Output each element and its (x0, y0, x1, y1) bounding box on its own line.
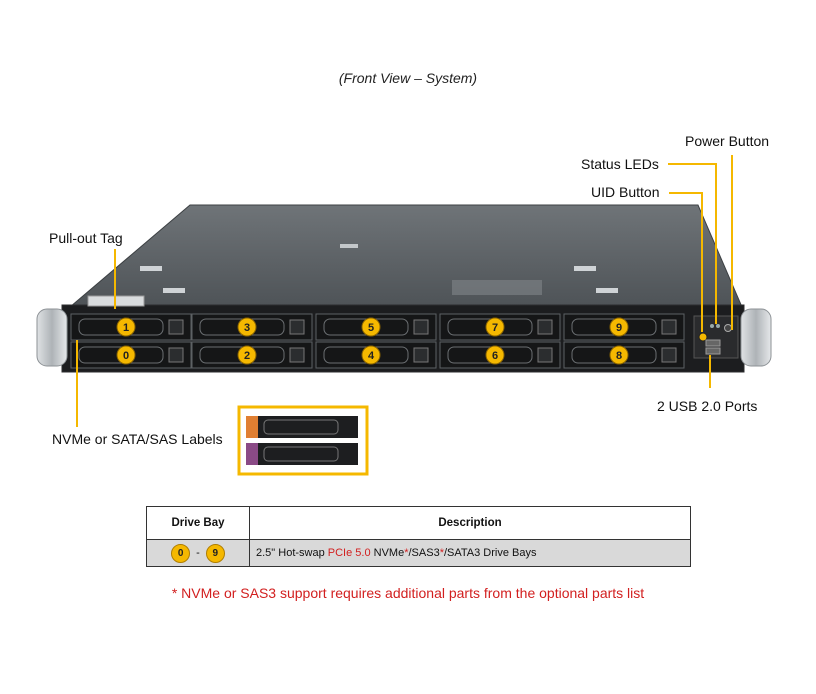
drive-bay: 2 (191, 341, 313, 369)
bay-number-badge (361, 317, 381, 337)
power-button-shape (724, 324, 732, 332)
bay-number: 2 (244, 350, 250, 362)
desc-star: * (439, 547, 444, 559)
bay-number-badge (485, 345, 505, 365)
label-sample-drive (246, 443, 358, 465)
status-led (716, 324, 720, 328)
bay-number-badge (237, 345, 257, 365)
right-rack-handle (740, 308, 772, 367)
power-button-label: Power Button (685, 133, 770, 149)
status-leds-label: Status LEDs (581, 156, 659, 172)
drive-bay: 4 (315, 341, 437, 369)
bay-badge-end: 9 (205, 543, 225, 563)
drive-labels-label: NVMe or SATA/SAS Labels (52, 431, 223, 447)
bay-badge-start: 0 (171, 543, 191, 563)
desc-prefix: 2.5" Hot-swap (256, 547, 328, 559)
table-header-description: Description (249, 506, 691, 540)
bay-number: 4 (368, 350, 375, 362)
drive-bay: 8 (563, 341, 685, 369)
usb-port (705, 339, 721, 347)
vent-panel (452, 280, 542, 295)
drive-bay: 0 (70, 341, 192, 369)
bay-number: 9 (616, 322, 622, 334)
uid-button-label: UID Button (591, 184, 660, 200)
label-sample-drive (246, 416, 358, 438)
status-led (710, 324, 714, 328)
drive-bay: 7 (439, 313, 561, 341)
bay-number: 6 (492, 350, 498, 362)
bay-number: 7 (492, 322, 498, 334)
drive-bay: 9 (563, 313, 685, 341)
bay-number: 3 (244, 322, 250, 334)
uid-button-shape (698, 332, 708, 342)
desc-pcie: PCIe 5.0 (327, 547, 371, 559)
bay-description: 2.5" Hot-swap PCIe 5.0 NVMe*/SAS3*/SATA3… (249, 539, 691, 567)
table-header-drive-bay: Drive Bay (146, 506, 250, 540)
desc-star: * (404, 547, 409, 559)
drive-bay: 5 (315, 313, 437, 341)
bay-number-badge (609, 345, 629, 365)
usb-port (705, 347, 721, 355)
desc-sas: /SAS3 (408, 547, 440, 559)
bay-number-badge (361, 345, 381, 365)
drive-bay: 3 (191, 313, 313, 341)
bay-number-badge (237, 317, 257, 337)
drive-bay: 1 (70, 313, 192, 341)
bay-number: 5 (368, 322, 374, 334)
bay-number-badge (116, 317, 136, 337)
callout-lines (76, 155, 733, 427)
bay-number: 8 (616, 350, 622, 362)
drive-bays: 1 3 5 7 9 0 2 4 6 8 (70, 313, 685, 369)
table-row: 0-9 2.5" Hot-swap PCIe 5.0 NVMe*/SAS3*/S… (146, 539, 691, 567)
pull-out-tag-label: Pull-out Tag (49, 230, 123, 246)
usb-ports-label: 2 USB 2.0 Ports (657, 398, 758, 414)
left-rack-handle (36, 308, 68, 367)
range-dash: - (196, 546, 200, 559)
bay-number: 1 (123, 322, 129, 334)
drive-bay: 6 (439, 341, 561, 369)
drive-bay-range: 0-9 (146, 539, 250, 567)
desc-suffix: /SATA3 Drive Bays (443, 547, 537, 559)
desc-nvme: NVMe (370, 547, 405, 559)
drive-bay-table: Drive Bay Description 0-9 2.5" Hot-swap … (146, 506, 691, 567)
view-caption: (Front View – System) (338, 70, 478, 86)
bay-number-badge (609, 317, 629, 337)
footnote: * NVMe or SAS3 support requires addition… (171, 585, 645, 601)
bay-number-badge (485, 317, 505, 337)
bay-number: 0 (123, 350, 129, 362)
bay-number-badge (116, 345, 136, 365)
